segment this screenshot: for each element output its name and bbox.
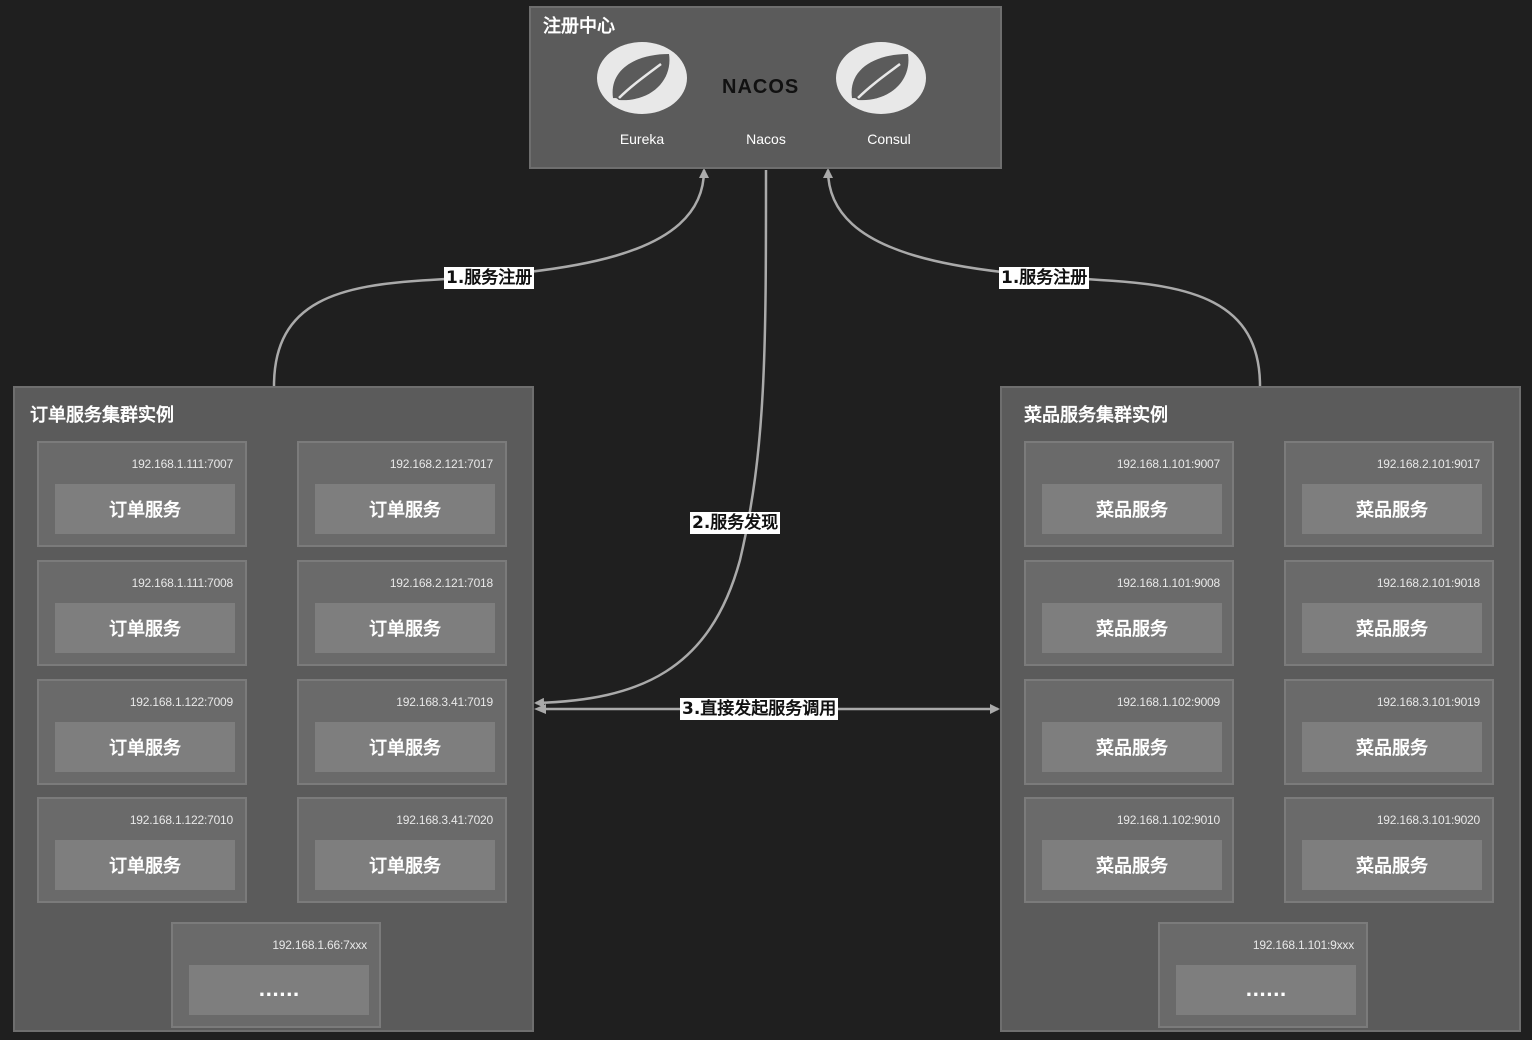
order-service-box: 订单服务 <box>315 840 495 890</box>
order-service-box: 订单服务 <box>315 722 495 772</box>
order-service-box: 订单服务 <box>315 603 495 653</box>
order-service-box: 订单服务 <box>55 722 235 772</box>
order-instance-more: 192.168.1.66:7xxx ...... <box>171 922 381 1028</box>
dish-service-box: ...... <box>1176 965 1356 1015</box>
dish-service-box: 菜品服务 <box>1302 484 1482 534</box>
consul-label: Consul <box>867 131 911 147</box>
instance-address: 192.168.1.66:7xxx <box>272 938 367 952</box>
instance-address: 192.168.1.111:7007 <box>131 457 234 471</box>
dish-instance: 192.168.3.101:9019 菜品服务 <box>1284 679 1494 785</box>
edge-label-direct-call: 3.直接发起服务调用 <box>680 698 839 720</box>
nacos-logo-icon: NACOS <box>722 76 800 98</box>
order-service-box: 订单服务 <box>55 484 235 534</box>
instance-address: 192.168.1.101:9xxx <box>1252 938 1354 952</box>
instance-address: 192.168.1.101:9008 <box>1116 576 1220 590</box>
nacos-label: Nacos <box>746 131 786 147</box>
order-service-box: ...... <box>189 965 369 1015</box>
order-instance: 192.168.1.122:7009 订单服务 <box>37 679 247 785</box>
dish-service-box: 菜品服务 <box>1042 840 1222 890</box>
order-cluster-title: 订单服务集群实例 <box>30 405 174 426</box>
consul-spring-leaf-icon <box>836 42 926 114</box>
edge-discovery <box>534 169 768 708</box>
dish-instance-more: 192.168.1.101:9xxx ...... <box>1158 922 1368 1028</box>
instance-address: 192.168.1.102:9010 <box>1116 813 1220 827</box>
order-service-box: 订单服务 <box>315 484 495 534</box>
order-instance: 192.168.1.111:7007 订单服务 <box>37 441 247 547</box>
edge-label-discovery: 2.服务发现 <box>690 512 781 534</box>
order-instance: 192.168.2.121:7018 订单服务 <box>297 560 507 666</box>
dish-cluster-title: 菜品服务集群实例 <box>1024 405 1168 426</box>
dish-instance: 192.168.2.101:9018 菜品服务 <box>1284 560 1494 666</box>
instance-address: 192.168.1.122:7009 <box>129 695 233 709</box>
order-service-box: 订单服务 <box>55 603 235 653</box>
eureka-label: Eureka <box>619 131 665 147</box>
dish-service-box: 菜品服务 <box>1042 722 1222 772</box>
edge-direct-call-start-arrow <box>534 704 546 714</box>
order-instance: 192.168.1.111:7008 订单服务 <box>37 560 247 666</box>
dish-instance: 192.168.1.101:9008 菜品服务 <box>1024 560 1234 666</box>
order-instance: 192.168.3.41:7020 订单服务 <box>297 797 507 903</box>
instance-address: 192.168.2.121:7017 <box>389 457 493 471</box>
order-instance: 192.168.3.41:7019 订单服务 <box>297 679 507 785</box>
instance-address: 192.168.1.111:7008 <box>131 576 234 590</box>
instance-address: 192.168.3.41:7019 <box>396 695 493 709</box>
order-instance: 192.168.2.121:7017 订单服务 <box>297 441 507 547</box>
dish-instance: 192.168.1.102:9010 菜品服务 <box>1024 797 1234 903</box>
instance-address: 192.168.1.101:9007 <box>1116 457 1220 471</box>
dish-instance: 192.168.3.101:9020 菜品服务 <box>1284 797 1494 903</box>
instance-address: 192.168.2.101:9017 <box>1376 457 1480 471</box>
order-cluster-panel: 订单服务集群实例 192.168.1.111:7007 订单服务 192.168… <box>13 386 534 1032</box>
instance-address: 192.168.2.101:9018 <box>1376 576 1480 590</box>
dish-instance: 192.168.1.101:9007 菜品服务 <box>1024 441 1234 547</box>
instance-address: 192.168.1.102:9009 <box>1116 695 1220 709</box>
order-instance: 192.168.1.122:7010 订单服务 <box>37 797 247 903</box>
dish-instance: 192.168.1.102:9009 菜品服务 <box>1024 679 1234 785</box>
dish-service-box: 菜品服务 <box>1042 484 1222 534</box>
dish-instance: 192.168.2.101:9017 菜品服务 <box>1284 441 1494 547</box>
instance-address: 192.168.3.101:9020 <box>1376 813 1480 827</box>
instance-address: 192.168.1.122:7010 <box>129 813 233 827</box>
edge-label-register-left: 1.服务注册 <box>444 267 535 289</box>
instance-address: 192.168.3.101:9019 <box>1376 695 1480 709</box>
dish-cluster-panel: 菜品服务集群实例 192.168.1.101:9007 菜品服务 192.168… <box>1000 386 1521 1032</box>
eureka-spring-leaf-icon <box>597 42 687 114</box>
dish-service-box: 菜品服务 <box>1302 840 1482 890</box>
instance-address: 192.168.3.41:7020 <box>396 813 493 827</box>
edge-label-register-right: 1.服务注册 <box>999 267 1090 289</box>
registry-title: 注册中心 <box>543 16 615 37</box>
order-service-box: 订单服务 <box>55 840 235 890</box>
dish-service-box: 菜品服务 <box>1302 722 1482 772</box>
instance-address: 192.168.2.121:7018 <box>389 576 493 590</box>
dish-service-box: 菜品服务 <box>1302 603 1482 653</box>
dish-service-box: 菜品服务 <box>1042 603 1222 653</box>
